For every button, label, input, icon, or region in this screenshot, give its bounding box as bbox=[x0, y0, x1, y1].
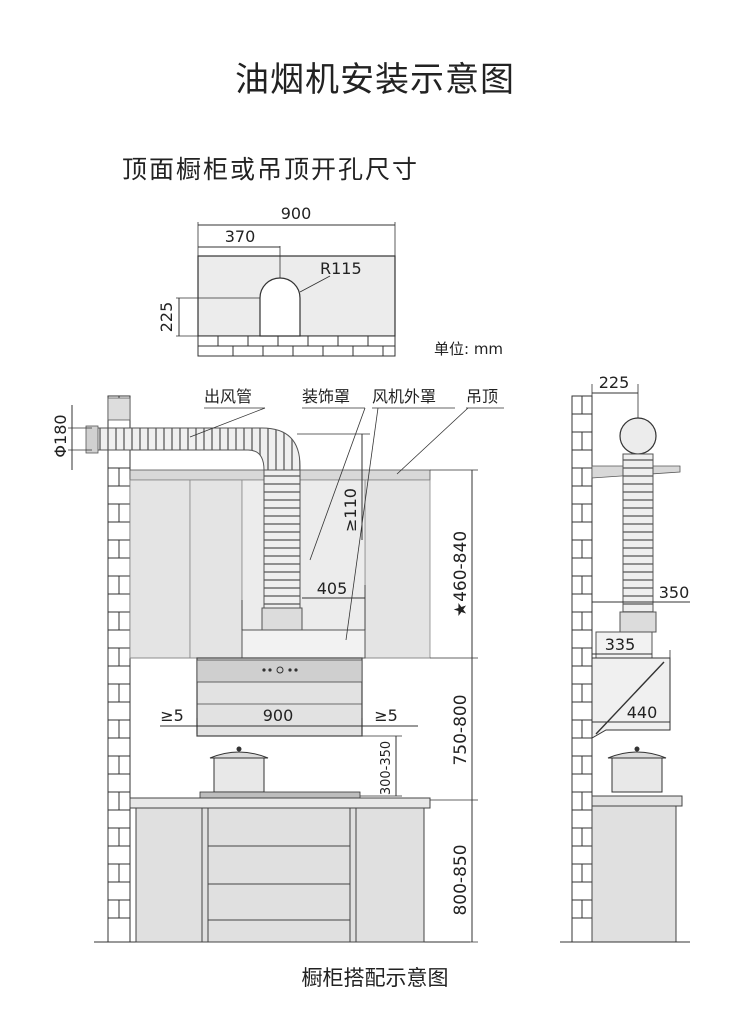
stove-gap-label: 300-350 bbox=[379, 741, 394, 795]
cooking-pot bbox=[209, 746, 269, 793]
front-brick-wall bbox=[107, 395, 131, 943]
side-duct-outlet bbox=[619, 417, 657, 455]
top-brick-row bbox=[197, 335, 396, 357]
unit-label: 单位: mm bbox=[434, 340, 504, 358]
top-depth-label: 225 bbox=[157, 302, 176, 333]
side-view: 225 350 335 440 bbox=[560, 373, 690, 943]
top-view: 900 370 R115 225 bbox=[157, 204, 396, 357]
side-cooking-pot bbox=[607, 746, 667, 793]
duct-opening bbox=[259, 277, 301, 337]
outlet-pipe-label: 出风管 bbox=[204, 387, 252, 406]
top-width-label: 900 bbox=[281, 204, 312, 223]
left-clearance-label: ≥5 bbox=[160, 706, 184, 725]
hood-control-panel bbox=[262, 666, 298, 674]
side-body-depth-label: 335 bbox=[605, 635, 636, 654]
hood-width-label: 900 bbox=[263, 706, 294, 725]
fan-cover-label: 风机外罩 bbox=[372, 387, 436, 406]
duct-diameter-label: Φ180 bbox=[51, 414, 70, 457]
diagram-caption: 橱柜搭配示意图 bbox=[301, 966, 449, 990]
side-hood-depth-label: 440 bbox=[627, 703, 658, 722]
hood-height-label: 750-800 bbox=[451, 694, 471, 765]
ceiling-label: 吊顶 bbox=[466, 387, 498, 406]
front-view: 出风管 装饰罩 风机外罩 吊顶 Φ180 ≥110 405 ★460-840 bbox=[51, 387, 504, 943]
top-view-subtitle: 顶面橱柜或吊顶开孔尺寸 bbox=[122, 155, 420, 184]
right-clearance-label: ≥5 bbox=[374, 706, 398, 725]
base-cabinet bbox=[129, 797, 431, 943]
side-countertop bbox=[591, 795, 683, 807]
cooktop bbox=[199, 791, 361, 799]
page-title: 油烟机安装示意图 bbox=[235, 60, 515, 100]
upper-cabinets bbox=[129, 479, 431, 659]
side-brick-wall bbox=[571, 395, 593, 943]
cover-label: 装饰罩 bbox=[302, 387, 350, 406]
side-cover-depth-label: 350 bbox=[659, 583, 690, 602]
fan-cover bbox=[241, 629, 366, 659]
side-exhaust-duct bbox=[622, 453, 654, 613]
hole-radius-label: R115 bbox=[320, 259, 362, 278]
height-range-label: ★460-840 bbox=[451, 531, 471, 617]
min-gap-label: ≥110 bbox=[341, 488, 360, 532]
side-offset-label: 225 bbox=[599, 373, 630, 392]
counter-height-label: 800-850 bbox=[451, 844, 471, 915]
cover-width-label: 405 bbox=[317, 579, 348, 598]
top-offset-label: 370 bbox=[225, 227, 256, 246]
side-base-cabinet bbox=[591, 805, 677, 943]
